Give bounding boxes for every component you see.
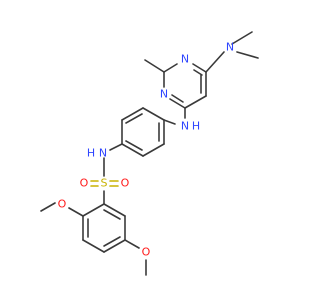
bond-pyr-c6-n1-inner xyxy=(171,94,184,103)
bond-nme-ring xyxy=(205,51,225,73)
bond-pyr-c2-n3 xyxy=(163,63,178,73)
bond-ph-1-2 xyxy=(142,107,165,121)
atom-n-sulfonamide: N xyxy=(99,147,107,160)
bond-ar-4-5-inner xyxy=(103,236,121,247)
bond-ar-1-2 xyxy=(82,203,105,217)
bond-nme-methyl-right xyxy=(236,51,259,59)
atom-labels: N N N N H H N O S O O O xyxy=(58,41,234,259)
bond-ar-ome5 xyxy=(124,239,140,249)
bond-ph-2-3 xyxy=(121,107,144,121)
bond-ar-3-4 xyxy=(82,239,105,253)
pyrimidine-ring xyxy=(144,59,207,119)
atom-n-dimethylamino: N xyxy=(226,41,234,54)
atom-o-sulfonyl-left: O xyxy=(80,177,89,190)
bond-ph-5-6 xyxy=(142,143,165,157)
dimethylamino-group xyxy=(205,31,259,73)
bond-pyr-c5-c6 xyxy=(184,95,207,109)
bond-ph-2-3-inner xyxy=(125,113,143,124)
bond-ph-4-5-inner xyxy=(125,140,143,151)
atom-n-pyrimidine-3: N xyxy=(181,53,189,66)
atom-n-amine-bridge: N xyxy=(181,120,189,133)
bond-nh-phenyl xyxy=(163,119,176,125)
bond-ar-6-1 xyxy=(103,203,126,217)
molecule-structure-diagram: N N N N H H N O S O O O xyxy=(40,31,259,276)
atom-h-amine-bridge: H xyxy=(192,120,200,133)
bond-ome2-methyl xyxy=(40,202,56,212)
bond-ar-6-1-inner xyxy=(103,209,121,220)
bond-ph-4-5 xyxy=(121,143,144,157)
atom-n-pyrimidine-1: N xyxy=(160,88,168,101)
atom-h-sulfonamide: H xyxy=(87,147,95,160)
bond-pyr-c2-methyl xyxy=(144,59,165,73)
atom-o-sulfonyl-right: O xyxy=(121,177,130,190)
phenylene-ring xyxy=(109,107,176,157)
dimethoxybenzene-ring xyxy=(40,202,147,276)
bond-pyr-c6-n1 xyxy=(169,98,186,109)
atom-o-methoxy-5: O xyxy=(142,246,151,259)
bond-nme-methyl-top xyxy=(231,31,253,45)
bond-ph-nhs xyxy=(109,143,123,151)
bond-ar-4-5 xyxy=(103,239,126,253)
atom-s-sulfonyl: S xyxy=(101,177,108,190)
bond-pyr-n3-c4 xyxy=(192,63,207,73)
bond-pyr-n3-c4-inner xyxy=(193,69,203,76)
bond-ar-ome2 xyxy=(68,207,84,217)
atom-o-methoxy-2: O xyxy=(58,198,67,211)
sulfonamide-group xyxy=(90,157,119,205)
